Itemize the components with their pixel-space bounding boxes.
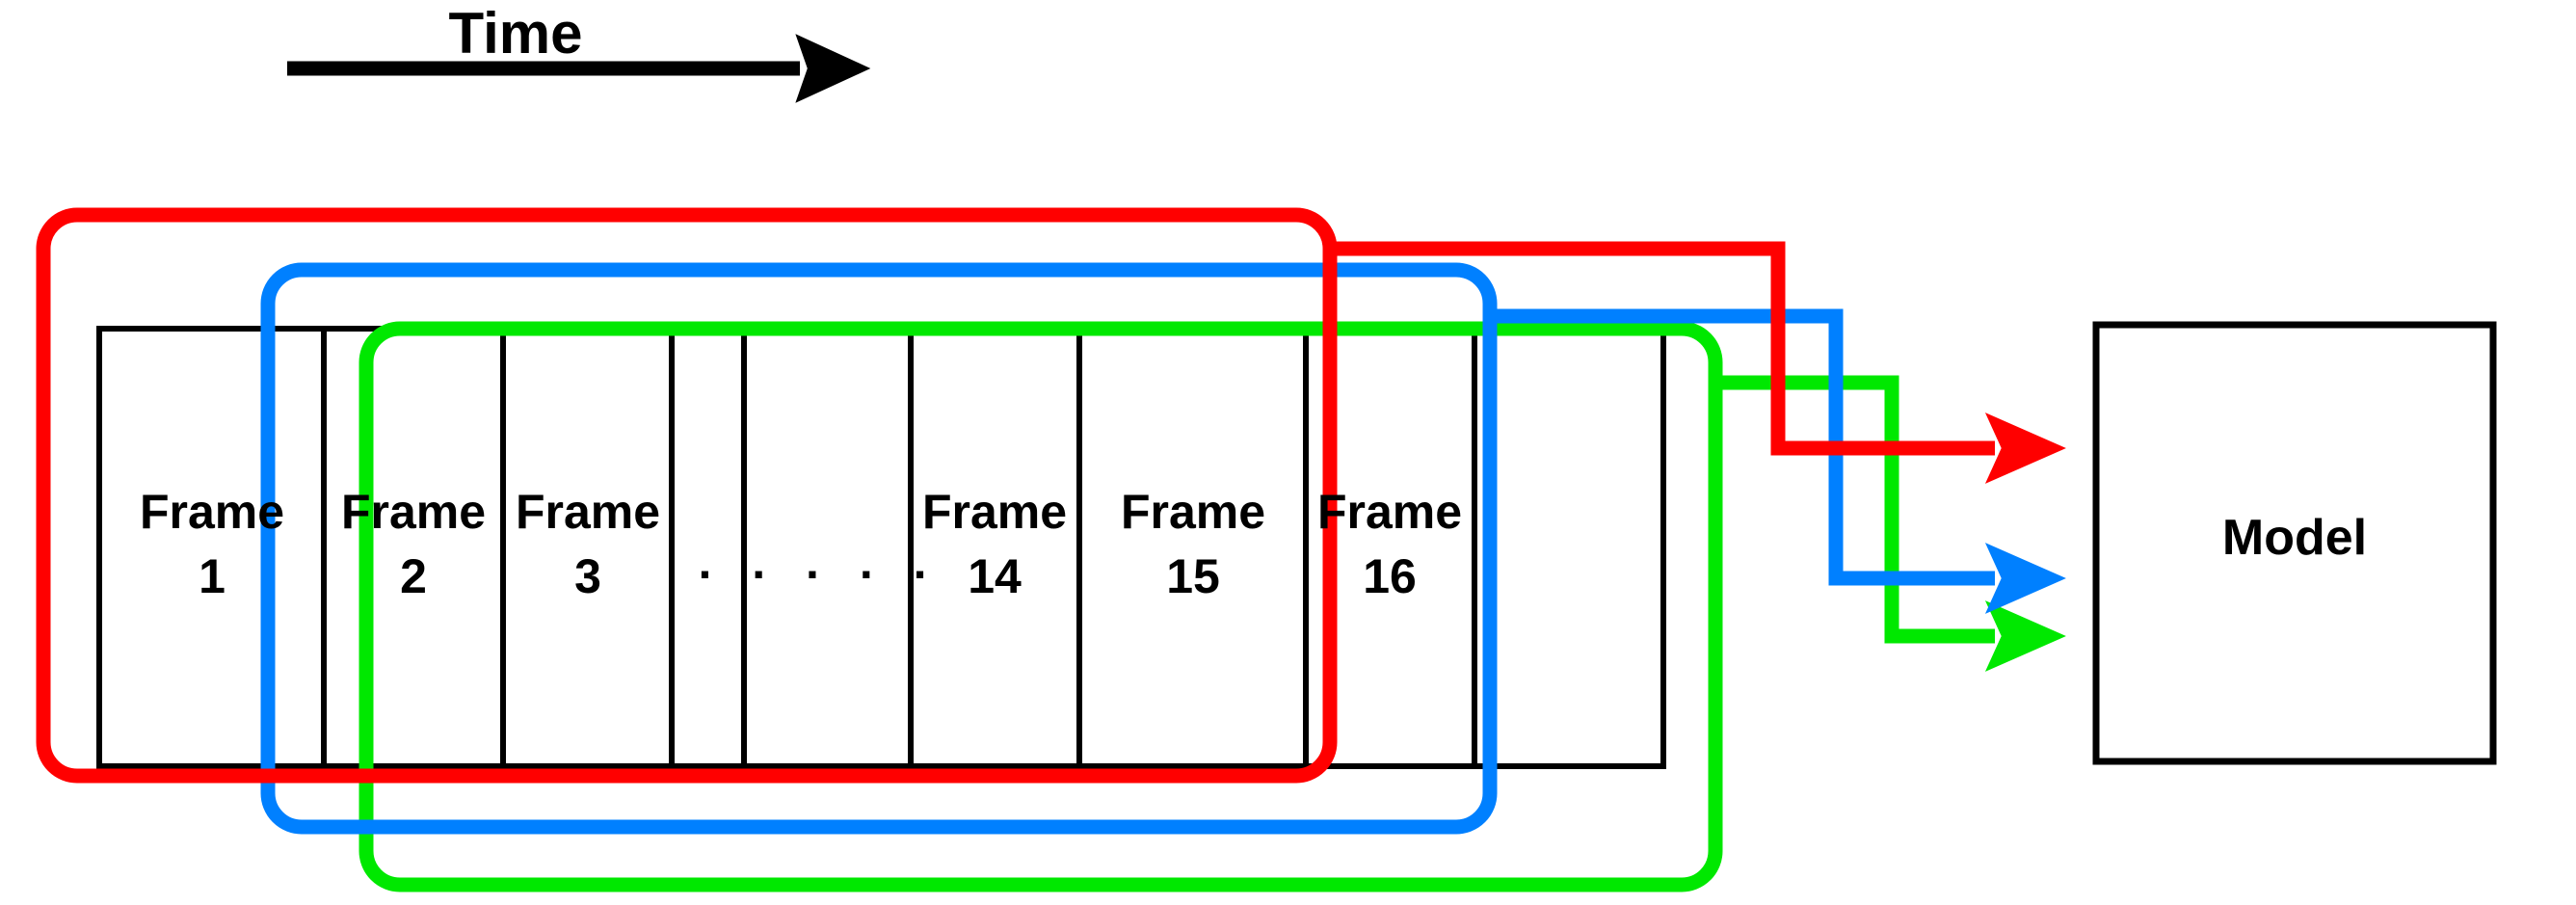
frame-cell-14-number: 14 xyxy=(968,549,1022,603)
frame-cell-16: Frame 16 xyxy=(1317,485,1462,603)
green-connector-arrow-icon xyxy=(1715,375,2066,672)
window-green xyxy=(359,321,1723,892)
frame-cell-1: Frame 1 xyxy=(140,485,284,603)
frame-cell-3: Frame 3 xyxy=(516,485,660,603)
red-connector-arrow-icon xyxy=(1330,241,2066,484)
window-to-model-connectors xyxy=(1330,241,2066,672)
frames-ellipsis-label: . . . . . xyxy=(698,535,940,589)
frame-cell-16-title: Frame xyxy=(1317,485,1462,539)
model-box-outline xyxy=(2092,321,2497,765)
frame-cell-2: Frame 2 xyxy=(341,485,486,603)
frame-cell-3-title: Frame xyxy=(516,485,660,539)
frame-labels: Frame 1 Frame 2 Frame 3 . . . . . Frame … xyxy=(140,485,1462,603)
model-box[interactable]: Model xyxy=(2092,321,2497,765)
window-blue-outline xyxy=(260,262,1498,835)
frame-cell-15-title: Frame xyxy=(1121,485,1265,539)
frame-cell-2-title: Frame xyxy=(341,485,486,539)
window-blue xyxy=(260,262,1498,835)
frame-cell-3-number: 3 xyxy=(574,549,601,603)
frame-cell-15: Frame 15 xyxy=(1121,485,1265,603)
frame-cell-2-number: 2 xyxy=(400,549,427,603)
frame-cell-1-number: 1 xyxy=(199,549,226,603)
frame-cell-14: Frame 14 xyxy=(922,485,1067,603)
window-red xyxy=(36,207,1338,784)
frame-cell-14-title: Frame xyxy=(922,485,1067,539)
frame-cell-16-number: 16 xyxy=(1363,549,1417,603)
frame-cell-ellipsis: . . . . . xyxy=(698,535,940,589)
model-box-label: Model xyxy=(2222,510,2367,566)
time-axis-label: Time xyxy=(449,1,583,66)
window-red-outline xyxy=(36,207,1338,784)
time-axis: Time xyxy=(287,1,871,103)
frame-cell-1-title: Frame xyxy=(140,485,284,539)
frame-cell-15-number: 15 xyxy=(1166,549,1220,603)
window-green-outline xyxy=(359,321,1723,892)
